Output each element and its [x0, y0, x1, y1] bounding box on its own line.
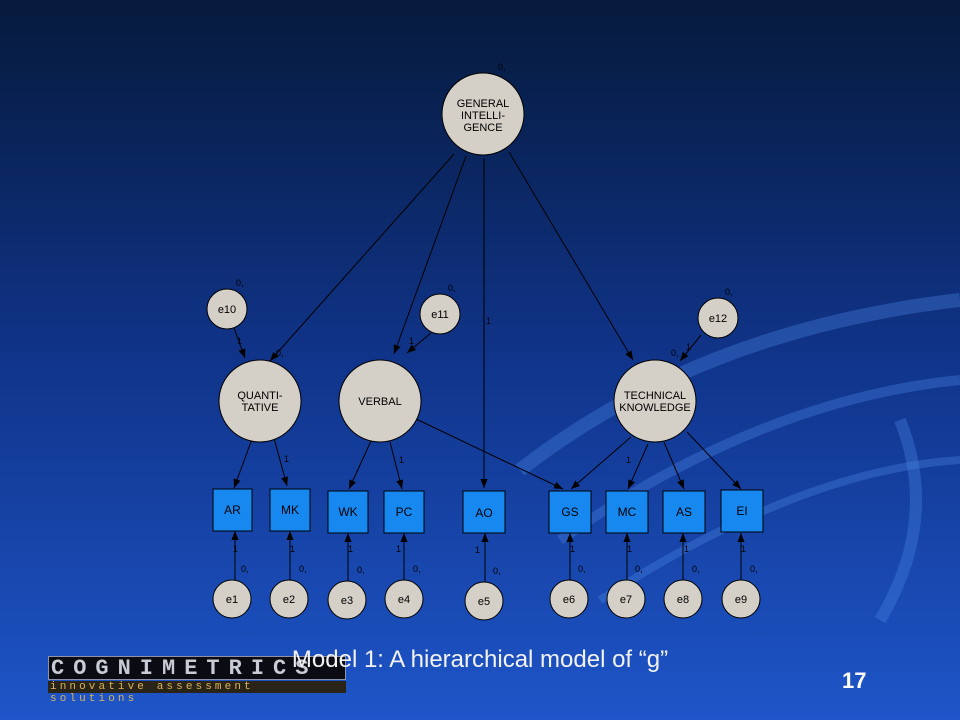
- path-label: 1: [409, 336, 414, 346]
- node-label: e3: [341, 595, 353, 607]
- error-e1: e1: [212, 579, 252, 619]
- error-e6: e6: [549, 579, 589, 619]
- indicator-ar: AR: [212, 488, 253, 532]
- node-label: EI: [736, 504, 747, 518]
- path-label: 1: [626, 455, 631, 465]
- node-label: INTELLI-: [461, 110, 505, 122]
- variance-label: 0,: [413, 564, 421, 574]
- node-label: GENCE: [463, 122, 502, 134]
- node-label: e8: [677, 594, 689, 606]
- node-label: MC: [618, 505, 637, 519]
- error-e4: e4: [384, 579, 424, 619]
- company-logo: COGNIMETRICS: [48, 656, 346, 681]
- node-label: AR: [224, 503, 241, 517]
- variance-label: 0,: [725, 287, 733, 297]
- variance-label: 0,: [750, 564, 758, 574]
- node-label: GS: [561, 505, 578, 519]
- path-label: 1: [686, 342, 691, 352]
- variance-label: 0,: [357, 565, 365, 575]
- path-label: 1: [237, 336, 242, 346]
- node-label: e2: [283, 594, 295, 606]
- path-label: 1: [627, 544, 632, 554]
- indicator-wk: WK: [327, 490, 369, 534]
- variance-label: 0,: [578, 564, 586, 574]
- error-e7: e7: [606, 579, 646, 619]
- node-label: QUANTI-: [237, 390, 283, 402]
- indicator-mk: MK: [269, 488, 311, 532]
- indicator-as: AS: [662, 490, 706, 534]
- variance-label: 0,: [241, 564, 249, 574]
- path-label: 1: [290, 544, 295, 554]
- node-label: AS: [676, 505, 692, 519]
- node-label: e6: [563, 594, 575, 606]
- company-tagline: innovative assessment solutions: [48, 681, 346, 705]
- latent-verbal: VERBAL: [338, 359, 422, 443]
- path-labels: 1 1 1 1 1 1 1 1 1 1 1 1 1 1 1 1: [233, 316, 746, 555]
- variance-labels: 0, 0, 0, 0, 0, 0, 0, 0, 0, 0, 0, 0, 0, 0…: [236, 62, 758, 576]
- indicator-mc: MC: [605, 490, 649, 534]
- node-label: e4: [398, 594, 410, 606]
- error-e3: e3: [327, 580, 367, 620]
- node-label: PC: [396, 505, 413, 519]
- node-label: e10: [218, 304, 236, 316]
- page-number: 17: [842, 668, 867, 693]
- variance-label: 0,: [493, 566, 501, 576]
- variance-label: 0,: [236, 278, 244, 288]
- indicator-ao: AO: [462, 490, 506, 534]
- variance-label: 0,: [276, 348, 284, 358]
- path-label: 1: [396, 544, 401, 554]
- path-label: 1: [684, 544, 689, 554]
- node-label: e1: [226, 594, 238, 606]
- indicator-pc: PC: [383, 490, 425, 534]
- node-label: e9: [735, 594, 747, 606]
- error-e2: e2: [269, 579, 309, 619]
- path-label: 1: [348, 544, 353, 554]
- path-label: 1: [486, 316, 491, 326]
- path-label: 1: [741, 544, 746, 554]
- diagram-paths: [231, 151, 745, 584]
- path-label: 1: [233, 544, 238, 554]
- slide-caption: Model 1: A hierarchical model of “g”: [291, 646, 669, 673]
- variance-label: 0,: [498, 62, 506, 72]
- node-label: AO: [475, 506, 492, 520]
- node-label: e11: [431, 309, 449, 321]
- path-label: 1: [570, 544, 575, 554]
- variance-label: 0,: [635, 564, 643, 574]
- variance-label: 0,: [448, 283, 456, 293]
- node-label: TATIVE: [242, 402, 279, 414]
- variance-label: 0,: [299, 564, 307, 574]
- error-e5: e5: [464, 581, 504, 621]
- error-e9: e9: [721, 579, 761, 619]
- indicator-gs: GS: [548, 490, 592, 534]
- path-label: 1: [475, 545, 480, 555]
- node-label: e12: [709, 313, 727, 325]
- node-label: WK: [338, 505, 357, 519]
- node-label: e5: [478, 596, 490, 608]
- node-label: TECHNICAL: [624, 390, 686, 402]
- error-e8: e8: [663, 579, 703, 619]
- node-label: MK: [281, 503, 299, 517]
- disturbance-e10: e10: [206, 288, 248, 330]
- node-label: GENERAL: [457, 98, 510, 110]
- latent-technical-knowledge: TECHNICAL KNOWLEDGE: [613, 359, 697, 443]
- node-label: KNOWLEDGE: [619, 402, 691, 414]
- disturbance-e12: e12: [697, 297, 739, 339]
- variance-label: 0,: [671, 348, 679, 358]
- node-label: VERBAL: [358, 396, 401, 408]
- path-label: 1: [284, 454, 289, 464]
- disturbance-e11: e11: [419, 293, 461, 335]
- node-label: e7: [620, 594, 632, 606]
- indicator-ei: EI: [720, 489, 764, 533]
- latent-quantitative: QUANTI- TATIVE: [218, 359, 302, 443]
- latent-general-intelligence: GENERAL INTELLI- GENCE: [441, 72, 525, 156]
- variance-label: 0,: [692, 564, 700, 574]
- path-label: 1: [399, 455, 404, 465]
